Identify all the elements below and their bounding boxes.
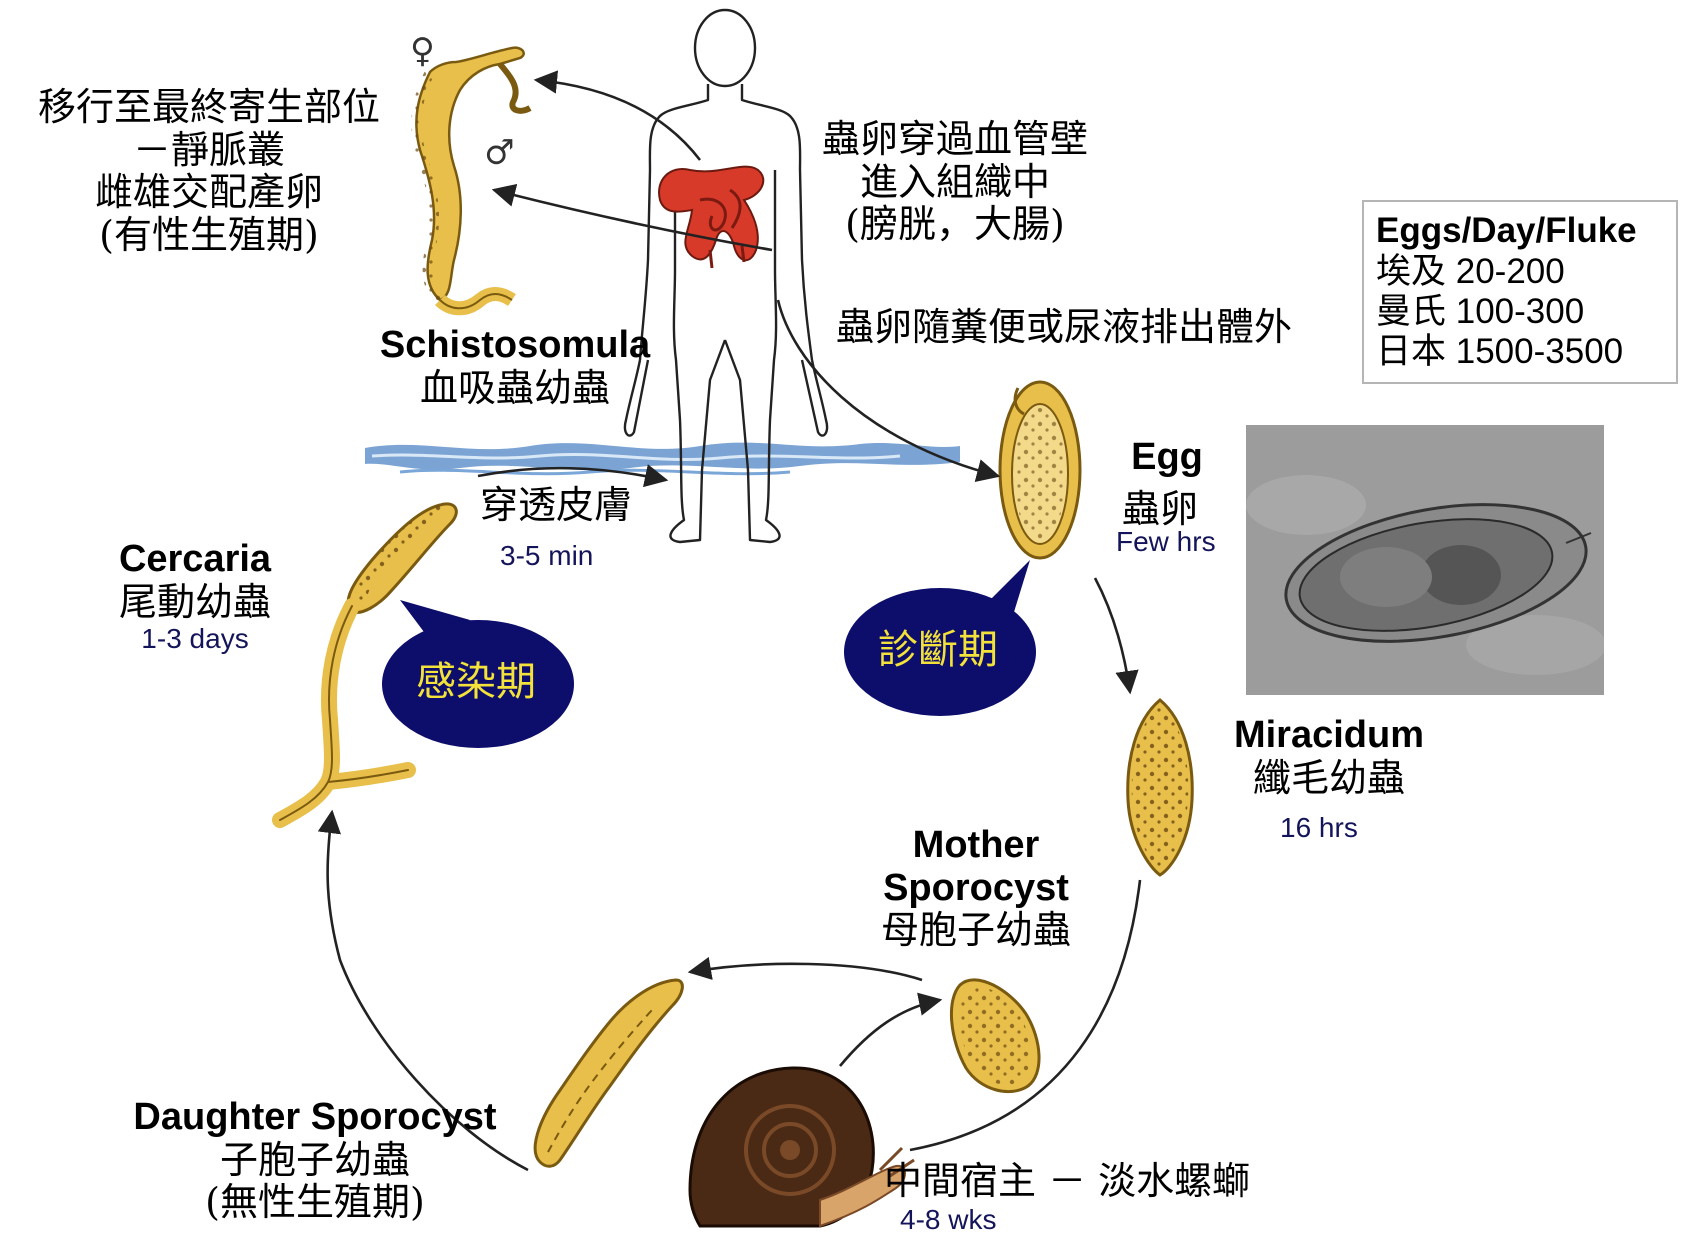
male-symbol: ♂ <box>484 134 514 172</box>
penetration-time: 3-5 min <box>500 540 593 571</box>
intermediate-host-label: 中間宿主 － 淡水螺螄 <box>884 1160 1250 1203</box>
egg-output-species: 日本 <box>1376 332 1446 372</box>
adult-worms-line-3: 雌雄交配產卵 <box>14 171 404 214</box>
schistosomula-label: Schistosomula 血吸蟲幼蟲 <box>360 324 670 409</box>
adult-worms-label: 移行至最終寄生部位 －靜脈叢 雌雄交配產卵 (有性生殖期) <box>14 86 404 256</box>
mother-sporocyst-label: Mother Sporocyst 母胞子幼蟲 <box>866 824 1086 952</box>
egg-label: Egg <box>1112 436 1222 479</box>
egg-excretion-label: 蟲卵隨糞便或尿液排出體外 <box>836 306 1292 349</box>
egg-zh: 蟲卵 <box>1122 488 1198 531</box>
cercaria-en: Cercaria <box>100 538 290 581</box>
schistosomula-zh: 血吸蟲幼蟲 <box>360 367 670 410</box>
water-surface <box>365 443 960 474</box>
egg-output-row: 埃及 20-200 <box>1376 252 1664 292</box>
diagnostic-stage-text: 診斷期 <box>878 628 998 673</box>
egg-output-species: 埃及 <box>1376 252 1446 292</box>
miracidium-illustration <box>1128 700 1192 875</box>
egg-output-species: 曼氏 <box>1376 292 1446 332</box>
mother-sporocyst-en-1: Mother <box>866 824 1086 867</box>
daughter-sporocyst-en: Daughter Sporocyst <box>110 1096 520 1139</box>
egg-output-title: Eggs/Day/Fluke <box>1376 210 1664 252</box>
egg-output-row: 日本 1500-3500 <box>1376 332 1664 372</box>
cercaria-label: Cercaria 尾動幼蟲 1-3 days <box>100 538 290 654</box>
schistosomula-en: Schistosomula <box>360 324 670 367</box>
female-symbol: ♀ <box>410 32 435 70</box>
egg-micrograph-drawing <box>1246 425 1604 695</box>
adult-worms-line-2: －靜脈叢 <box>14 129 404 172</box>
egg-passage-line-3: (膀胱，大腸) <box>790 203 1120 246</box>
miracidium-en: Miracidum <box>1214 714 1444 757</box>
daughter-sporocyst-zh: 子胞子幼蟲 <box>110 1139 520 1182</box>
egg-output-range: 20-200 <box>1456 252 1565 291</box>
snail-illustration <box>690 1068 914 1226</box>
egg-output-range: 1500-3500 <box>1456 332 1623 371</box>
daughter-sporocyst-label: Daughter Sporocyst 子胞子幼蟲 (無性生殖期) <box>110 1096 520 1224</box>
mother-sporocyst-zh: 母胞子幼蟲 <box>866 909 1086 952</box>
penetration-label: 穿透皮膚 <box>480 484 632 527</box>
cercaria-zh: 尾動幼蟲 <box>100 581 290 624</box>
miracidium-time: 16 hrs <box>1280 812 1358 843</box>
adult-worms-line-4: (有性生殖期) <box>14 214 404 257</box>
egg-time: Few hrs <box>1116 526 1216 557</box>
egg-micrograph <box>1246 425 1604 695</box>
infective-stage-text: 感染期 <box>416 660 536 705</box>
daughter-sporocyst-note: (無性生殖期) <box>110 1181 520 1224</box>
intermediate-host-time: 4-8 wks <box>900 1204 996 1235</box>
egg-output-row: 曼氏 100-300 <box>1376 292 1664 332</box>
mother-sporocyst-en-2: Sporocyst <box>866 867 1086 910</box>
egg-output-range: 100-300 <box>1456 292 1584 331</box>
egg-passage-label: 蟲卵穿過血管壁 進入組織中 (膀胱，大腸) <box>790 118 1120 246</box>
egg-illustration <box>1000 382 1080 558</box>
miracidium-label: Miracidum 纖毛幼蟲 <box>1214 714 1444 799</box>
egg-passage-line-1: 蟲卵穿過血管壁 <box>790 118 1120 161</box>
egg-passage-line-2: 進入組織中 <box>790 161 1120 204</box>
mother-sporocyst-illustration <box>951 980 1039 1092</box>
egg-output-box: Eggs/Day/Fluke 埃及 20-200 曼氏 100-300 日本 1… <box>1362 200 1678 384</box>
cercaria-time: 1-3 days <box>100 623 290 654</box>
egg-en: Egg <box>1112 436 1222 479</box>
daughter-sporocyst-illustration <box>535 980 682 1166</box>
miracidium-zh: 纖毛幼蟲 <box>1214 757 1444 800</box>
adult-worm-pair <box>416 48 530 309</box>
adult-worms-line-1: 移行至最終寄生部位 <box>14 86 404 129</box>
